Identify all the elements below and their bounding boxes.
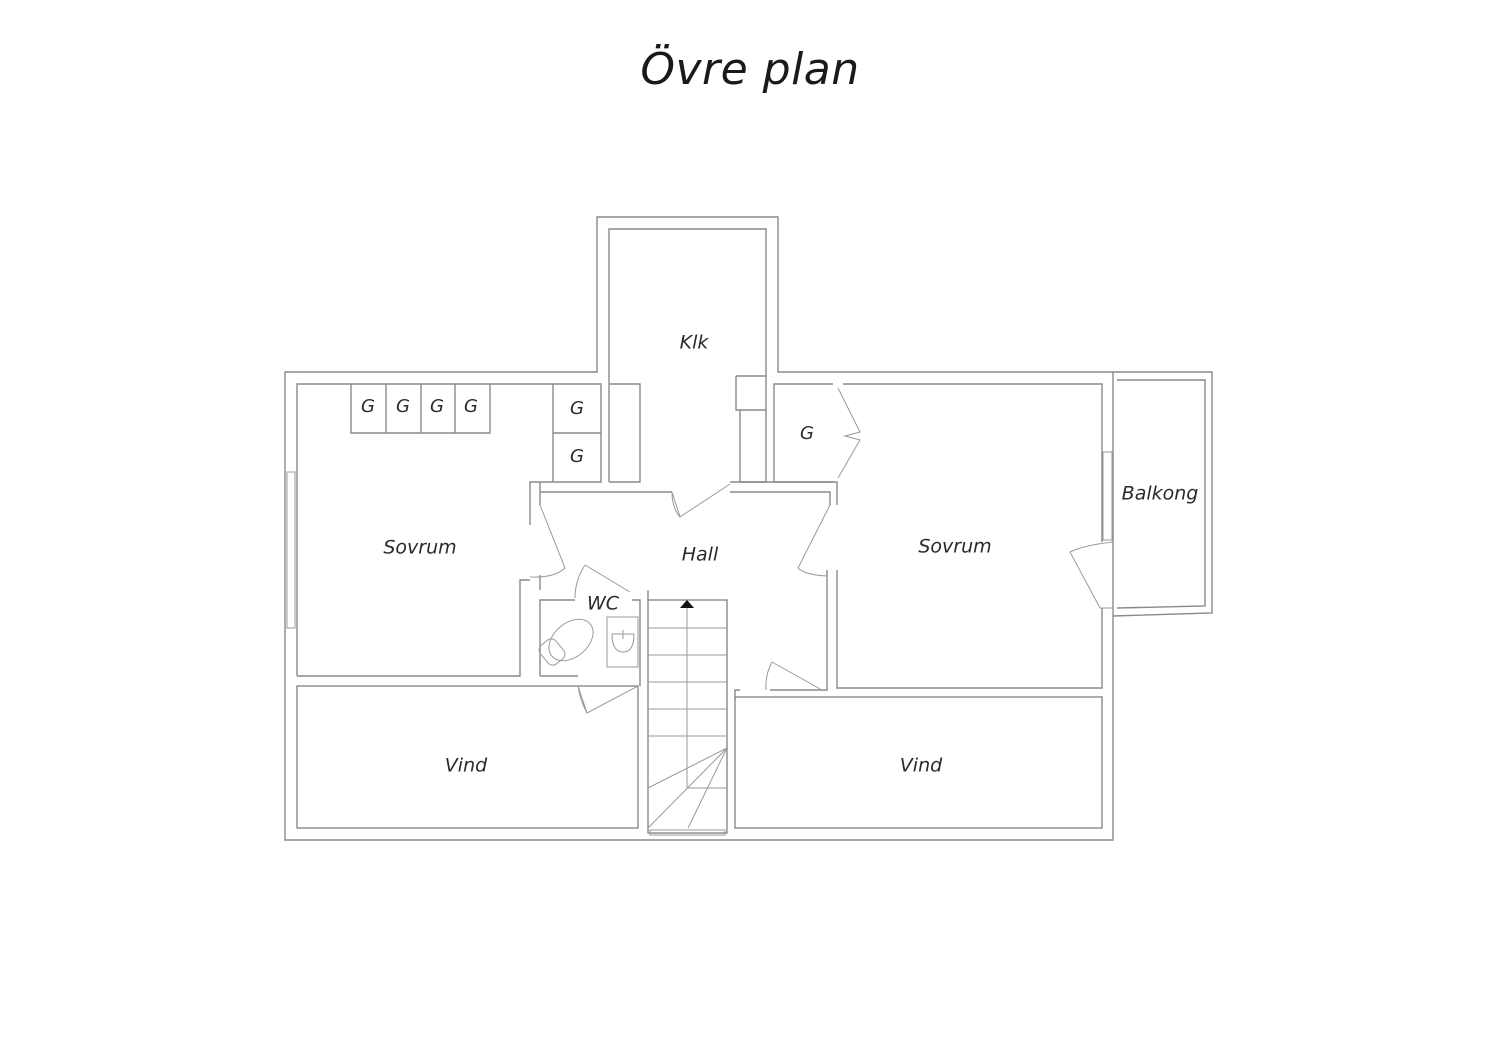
room-label-klk: Klk xyxy=(680,332,710,354)
outer-wall xyxy=(284,216,1114,841)
room-label-sovrum-right: Sovrum xyxy=(918,536,991,558)
closet-label: G xyxy=(800,423,814,444)
stairs-up-arrow-icon xyxy=(680,600,694,608)
door-balkong xyxy=(1069,541,1114,609)
balcony-rail xyxy=(1116,379,1206,609)
closet-label: G xyxy=(361,396,375,417)
door-sovrum-right xyxy=(797,504,831,577)
closet-label: G xyxy=(464,396,478,417)
door-sovrum-left xyxy=(529,504,566,578)
floor-plan-title: Övre plan xyxy=(640,44,860,95)
window-left xyxy=(286,471,296,629)
closet-g-room xyxy=(773,383,833,483)
door-klk xyxy=(671,483,731,518)
hall-room xyxy=(539,491,831,700)
closet-row xyxy=(350,384,491,434)
closet-column xyxy=(552,384,601,482)
closet-label: G xyxy=(430,396,444,417)
window-balkong xyxy=(1102,451,1113,541)
door-closet-g xyxy=(837,387,861,479)
door-wc xyxy=(574,564,631,599)
room-label-wc: WC xyxy=(587,593,620,615)
klk-room xyxy=(608,228,767,483)
wc-room xyxy=(539,599,641,686)
vind-right-room xyxy=(734,696,1103,829)
room-label-hall: Hall xyxy=(682,544,719,566)
closet-label: G xyxy=(570,398,584,419)
toilet-icon xyxy=(538,618,594,666)
staircase xyxy=(647,599,728,836)
wall-hall-right-block xyxy=(539,481,838,505)
sovrum-right-room xyxy=(836,383,1103,689)
door-vind-left xyxy=(577,685,639,714)
sink-icon xyxy=(606,616,639,668)
vind-left-room xyxy=(296,685,639,829)
room-label-vind-left: Vind xyxy=(445,755,488,777)
closet-label: G xyxy=(396,396,410,417)
room-label-sovrum-left: Sovrum xyxy=(383,537,456,559)
room-label-balkong: Balkong xyxy=(1122,483,1199,505)
room-label-vind-right: Vind xyxy=(900,755,943,777)
door-vind-right xyxy=(765,661,823,691)
closet-label: G xyxy=(570,446,584,467)
balcony-outline xyxy=(1112,371,1213,617)
